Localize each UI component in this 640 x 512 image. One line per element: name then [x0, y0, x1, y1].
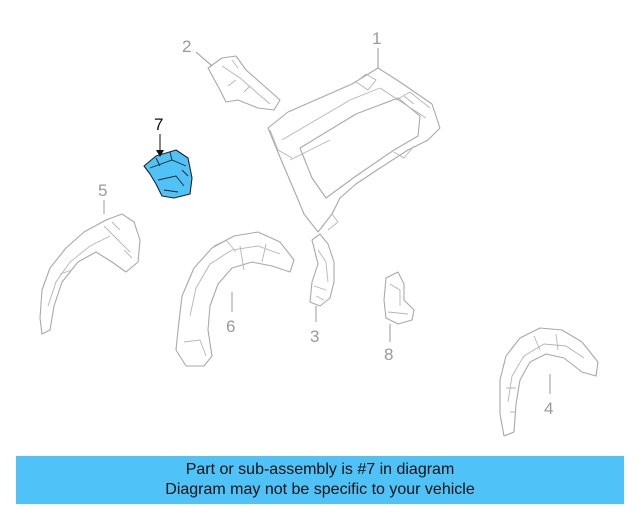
leader-line-2 — [195, 51, 213, 67]
part-5-wheelhouse-inner[interactable] — [39, 213, 141, 335]
part-4-fender-liner[interactable] — [499, 327, 599, 437]
callout-7[interactable]: 7 — [154, 115, 163, 134]
callout-3[interactable]: 3 — [310, 327, 319, 346]
callout-5[interactable]: 5 — [98, 181, 107, 200]
banner-line-1: Part or sub-assembly is #7 in diagram — [185, 461, 455, 478]
part-8-bracket[interactable] — [383, 271, 415, 325]
part-7-support-highlighted[interactable] — [143, 149, 193, 199]
callout-4[interactable]: 4 — [544, 399, 553, 418]
part-3-pillar-reinforcement[interactable] — [309, 233, 335, 307]
info-banner: Part or sub-assembly is #7 in diagram Di… — [16, 456, 624, 504]
part-2-bracket[interactable] — [207, 55, 281, 111]
callout-2[interactable]: 2 — [182, 37, 191, 56]
banner-line-2: Diagram may not be specific to your vehi… — [165, 481, 475, 498]
part-1-quarter-panel-frame[interactable] — [267, 67, 441, 233]
callout-6[interactable]: 6 — [226, 317, 235, 336]
arrow-head-7 — [156, 150, 164, 157]
callout-1[interactable]: 1 — [372, 29, 381, 48]
part-6-wheelhouse-outer[interactable] — [175, 231, 295, 367]
parts-diagram: 1 2 7 5 6 3 8 4 — [39, 29, 599, 437]
callout-8[interactable]: 8 — [384, 345, 393, 364]
